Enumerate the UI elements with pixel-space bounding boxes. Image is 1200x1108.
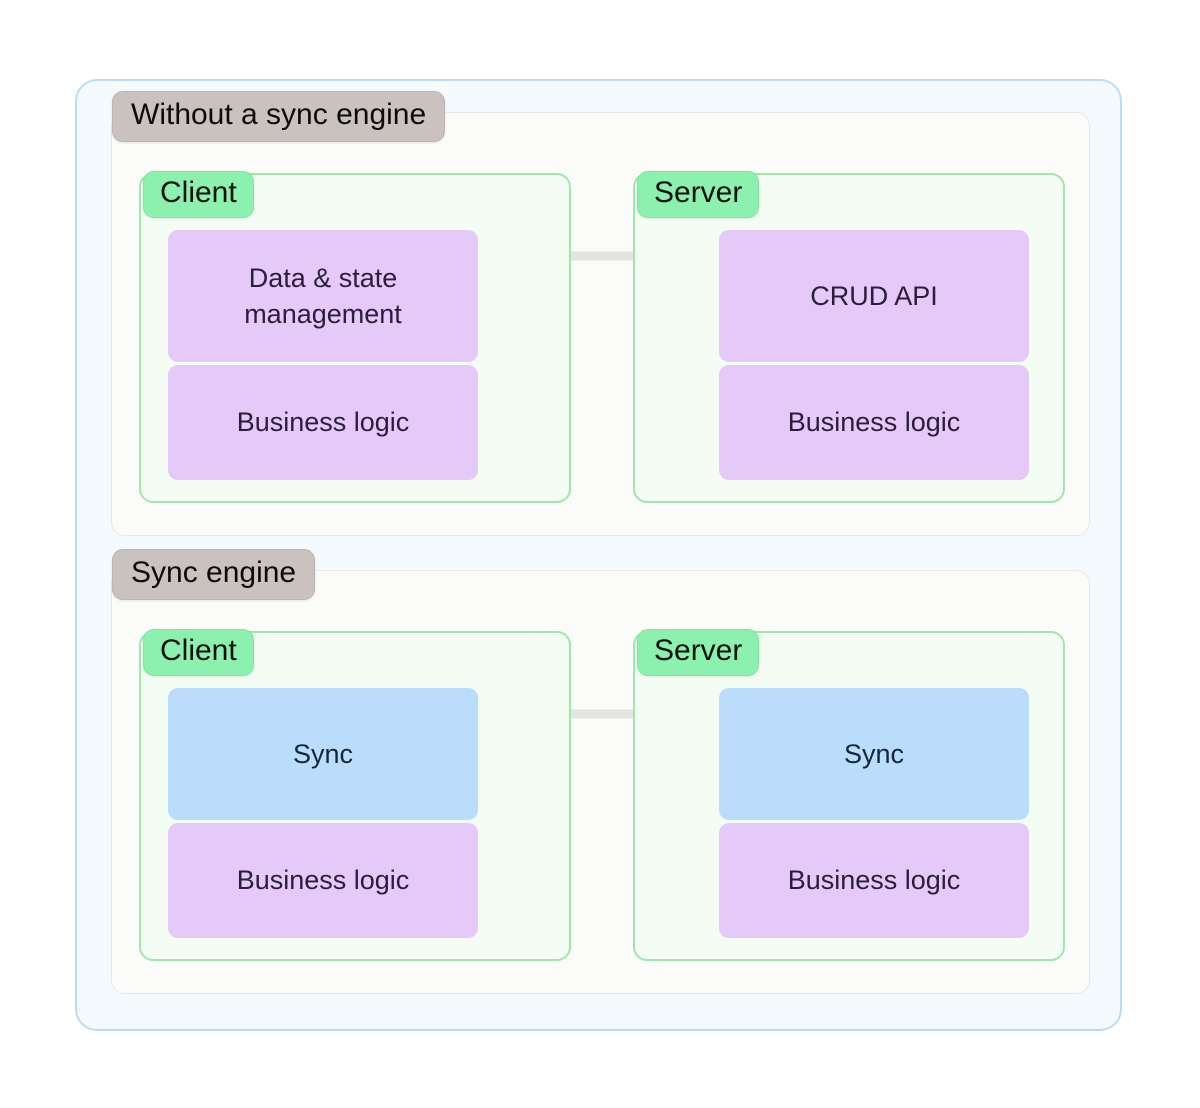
node-server-top[interactable]: Server CRUD API Business logic <box>633 171 1065 503</box>
section-without-sync-engine: Without a sync engine Client Data & stat… <box>111 91 1090 536</box>
node-server-bottom[interactable]: Server Sync Business logic <box>633 629 1065 961</box>
block-sync-server[interactable]: Sync <box>719 688 1029 820</box>
block-crud-api[interactable]: CRUD API <box>719 230 1029 362</box>
section-label-sync-engine: Sync engine <box>112 549 316 600</box>
block-stack-client-bottom: Sync Business logic <box>168 688 478 938</box>
section-label-without-sync-engine: Without a sync engine <box>112 91 446 142</box>
block-business-logic-server-top[interactable]: Business logic <box>719 365 1029 480</box>
block-business-logic-client-bottom[interactable]: Business logic <box>168 823 478 938</box>
node-client-top[interactable]: Client Data & state management Business … <box>139 171 571 503</box>
section-sync-engine: Sync engine Client Sync Business logic <box>111 549 1090 994</box>
block-stack-server-top: CRUD API Business logic <box>719 230 1029 480</box>
node-label-server: Server <box>637 629 760 676</box>
diagram-outer-card: Without a sync engine Client Data & stat… <box>75 79 1122 1031</box>
block-sync-client[interactable]: Sync <box>168 688 478 820</box>
block-business-logic-client-top[interactable]: Business logic <box>168 365 478 480</box>
block-business-logic-server-bottom[interactable]: Business logic <box>719 823 1029 938</box>
node-client-bottom[interactable]: Client Sync Business logic <box>139 629 571 961</box>
block-stack-client-top: Data & state management Business logic <box>168 230 478 480</box>
block-stack-server-bottom: Sync Business logic <box>719 688 1029 938</box>
node-label-client: Client <box>143 171 254 218</box>
node-label-client: Client <box>143 629 254 676</box>
node-label-server: Server <box>637 171 760 218</box>
block-data-and-state-management[interactable]: Data & state management <box>168 230 478 362</box>
